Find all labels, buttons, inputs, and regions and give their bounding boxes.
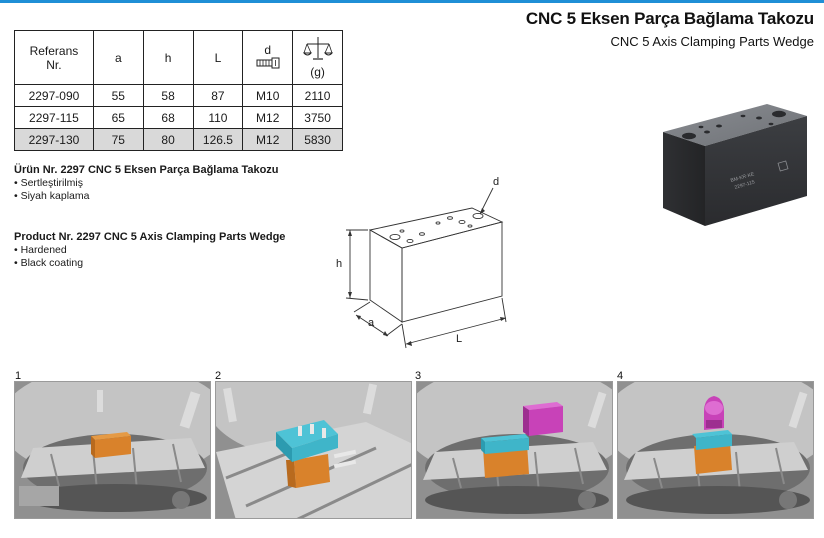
cell-ref: 2297-115 <box>14 106 94 129</box>
header-g-label: (g) <box>310 65 325 79</box>
table-row: 2297-130 75 80 126.5 M12 5830 <box>14 128 343 151</box>
spec-table: Referans Nr. a h L d <box>14 30 343 151</box>
cell-L: 126.5 <box>192 128 244 151</box>
cell-a: 75 <box>92 128 144 151</box>
description-en-heading: Product Nr. 2297 CNC 5 Axis Clamping Par… <box>14 231 286 243</box>
page-subtitle: CNC 5 Axis Clamping Parts Wedge <box>610 34 814 49</box>
table-row: 2297-115 65 68 110 M12 3750 <box>14 106 343 129</box>
step-illustration-4 <box>617 381 814 519</box>
header-ref-line2: Nr. <box>46 57 62 72</box>
cell-ref: 2297-130 <box>14 128 94 151</box>
step-number-1: 1 <box>15 370 22 382</box>
cell-g: 5830 <box>292 128 343 151</box>
label-h: h <box>336 258 342 270</box>
label-d: d <box>493 176 499 188</box>
list-item: Hardened <box>14 244 285 257</box>
step-number-2: 2 <box>215 370 222 382</box>
header-d-label: d <box>264 43 272 57</box>
step-number-3: 3 <box>415 370 422 382</box>
cell-d: M12 <box>242 106 294 129</box>
step-number-4: 4 <box>617 370 624 382</box>
description-en-list: Hardened Black coating <box>14 244 285 270</box>
cell-d: M10 <box>242 84 294 107</box>
list-item: Siyah kaplama <box>14 190 279 203</box>
header-ref-line1: Referans <box>29 43 79 58</box>
cell-h: 58 <box>142 84 194 107</box>
engraving-line2: 2297-115 <box>734 179 756 191</box>
cell-g: 3750 <box>292 106 343 129</box>
description-tr-heading: Ürün Nr. 2297 CNC 5 Eksen Parça Bağlama … <box>14 164 279 176</box>
balance-scale-icon <box>302 36 333 65</box>
step-illustration-1 <box>14 381 211 519</box>
cell-ref: 2297-090 <box>14 84 94 107</box>
header-a: a <box>92 30 144 85</box>
list-item: Black coating <box>14 257 285 270</box>
page-title: CNC 5 Eksen Parça Bağlama Takozu <box>525 9 814 28</box>
description-tr-list: Sertleştirilmiş Siyah kaplama <box>14 177 279 203</box>
cell-g: 2110 <box>292 84 343 107</box>
header-L: L <box>192 30 244 85</box>
cell-h: 80 <box>142 128 194 151</box>
product-photo: BM·KR·KE 2297-115 <box>655 92 817 232</box>
cell-L: 87 <box>192 84 244 107</box>
cell-L: 110 <box>192 106 244 129</box>
description-tr: Ürün Nr. 2297 CNC 5 Eksen Parça Bağlama … <box>14 164 279 203</box>
technical-drawing: d h a L <box>330 170 530 360</box>
qr-code-icon <box>777 160 789 172</box>
description-en: Product Nr. 2297 CNC 5 Axis Clamping Par… <box>14 231 285 270</box>
header-h: h <box>142 30 194 85</box>
header-g: (g) <box>292 30 343 85</box>
list-item: Sertleştirilmiş <box>14 177 279 190</box>
bolt-icon <box>256 57 280 72</box>
table-row: 2297-090 55 58 87 M10 2110 <box>14 84 343 107</box>
top-accent-line <box>0 0 824 3</box>
label-a: a <box>368 317 375 329</box>
label-L: L <box>456 333 462 345</box>
cell-a: 55 <box>92 84 144 107</box>
header-d: d <box>242 30 294 85</box>
cell-h: 68 <box>142 106 194 129</box>
step-illustration-3 <box>416 381 613 519</box>
cell-a: 65 <box>92 106 144 129</box>
cell-d: M12 <box>242 128 294 151</box>
step-illustration-2 <box>215 381 412 519</box>
header-ref: Referans Nr. <box>14 30 94 85</box>
table-header-row: Referans Nr. a h L d <box>14 30 343 85</box>
